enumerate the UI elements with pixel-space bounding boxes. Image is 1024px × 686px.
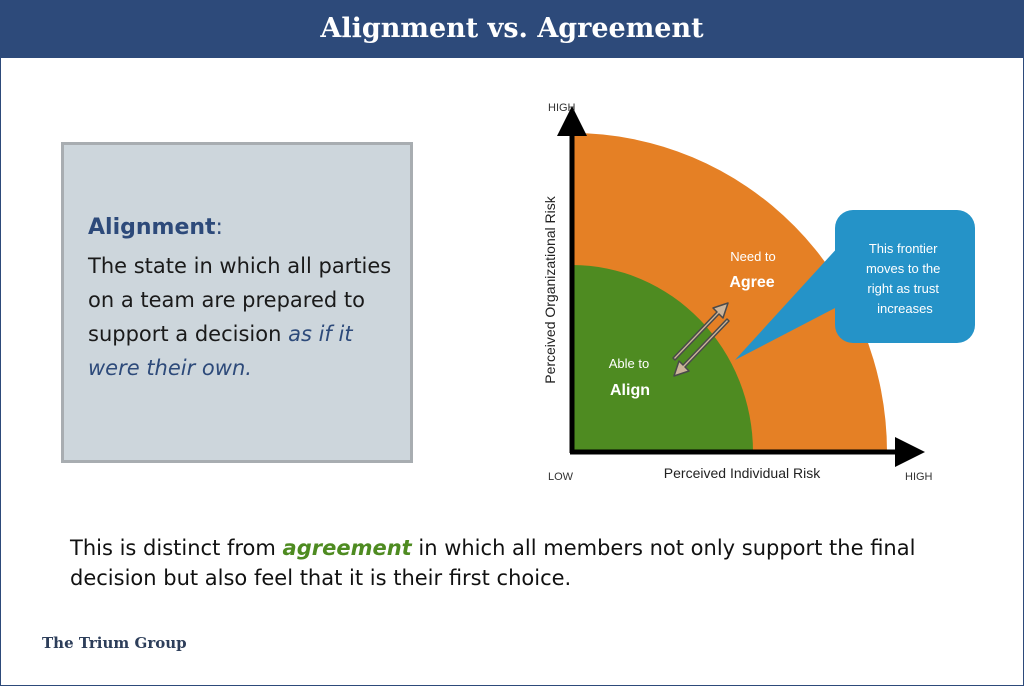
y-high-label: HIGH: [548, 102, 576, 114]
x-axis-label: Perceived Individual Risk: [664, 465, 821, 481]
definition-body-emphasis: as if it were their own: [88, 322, 353, 380]
definition-body-plain: The state in which all parties on a team…: [88, 254, 392, 346]
definition-body-end: .: [245, 356, 252, 380]
x-high-label: HIGH: [905, 471, 933, 483]
definition-colon: :: [215, 215, 223, 240]
risk-frontier-diagram: HIGH LOW HIGH Perceived Individual Risk …: [542, 102, 975, 483]
agreement-statement: This is distinct from agreement in which…: [70, 533, 1000, 593]
definition-box: Alignment: The state in which all partie…: [61, 142, 413, 463]
definition-body: The state in which all parties on a team…: [88, 249, 406, 385]
align-label-line2: Align: [610, 382, 650, 399]
definition-term: Alignment: [88, 215, 216, 240]
callout-text: This frontier moves to the right as trus…: [866, 241, 944, 316]
statement-after: in which all members not only support th…: [70, 536, 916, 590]
two-way-arrows-icon: [672, 302, 730, 377]
title-bar: Alignment vs. Agreement: [0, 0, 1024, 58]
slide-title: Alignment vs. Agreement: [320, 13, 704, 44]
agree-label-line1: Need to: [730, 249, 776, 264]
align-region: [572, 265, 753, 452]
y-axis-label: Perceived Organizational Risk: [542, 195, 558, 384]
statement-before: This is distinct from: [70, 536, 283, 560]
agree-label-line2: Agree: [729, 274, 774, 291]
x-low-label: LOW: [548, 471, 574, 483]
statement-emphasis: agreement: [282, 536, 412, 560]
frontier-callout: [735, 210, 975, 360]
definition-term-line: Alignment:: [88, 215, 223, 240]
align-label-line1: Able to: [609, 356, 649, 371]
brand-logo-text: The Trium Group: [42, 634, 187, 652]
